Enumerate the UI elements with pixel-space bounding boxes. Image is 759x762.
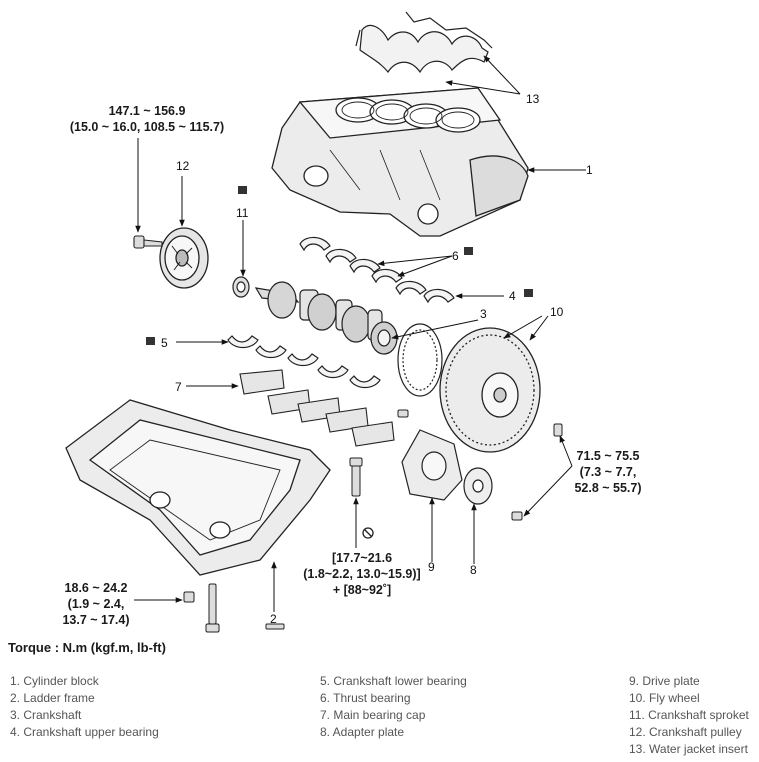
torque-spec-line: 18.6 ~ 24.2 — [64, 581, 128, 595]
main-bearing-caps — [239, 369, 395, 447]
torque-spec-line: (15.0 ~ 16.0, 108.5 ~ 115.7) — [69, 120, 225, 134]
crankshaft — [254, 281, 398, 355]
legend-item: 2. Ladder frame — [10, 691, 95, 705]
callout-7: 7 — [175, 380, 182, 394]
torque-spec-flywheel: 71.5 ~ 75.5 (7.3 ~ 7.7, 52.8 ~ 55.7) — [566, 448, 650, 496]
callout-12: 12 — [176, 159, 190, 173]
torque-units-caption: Torque : N.m (kgf.m, lb-ft) — [8, 640, 166, 655]
legend-item: 9. Drive plate — [629, 674, 700, 688]
legend-column-2: 5. Crankshaft lower bearing 6. Thrust be… — [320, 673, 467, 741]
exploded-diagram — [65, 11, 586, 633]
cylinder-block — [271, 87, 529, 237]
callout-1: 1 — [586, 163, 593, 177]
legend-item: 4. Crankshaft upper bearing — [10, 725, 159, 739]
callout-6: 6 — [452, 249, 459, 263]
legend-item: 12. Crankshaft pulley — [629, 725, 742, 739]
legend-item: 1. Cylinder block — [10, 674, 99, 688]
drive-plate — [401, 429, 463, 501]
crankshaft-pulley — [159, 227, 209, 289]
torque-spec-line: 71.5 ~ 75.5 — [576, 449, 640, 463]
legend-column-3: 9. Drive plate 10. Fly wheel 11. Cranksh… — [629, 673, 749, 758]
torque-spec-line: 52.8 ~ 55.7) — [574, 481, 642, 495]
torque-spec-line: 147.1 ~ 156.9 — [108, 104, 186, 118]
no-reuse-icon — [362, 527, 374, 539]
legend-item: 11. Crankshaft sproket — [629, 708, 749, 722]
callout-8: 8 — [470, 563, 477, 577]
water-jacket-insert — [355, 11, 493, 74]
lower-bearings — [227, 335, 381, 389]
legend-item: 5. Crankshaft lower bearing — [320, 674, 467, 688]
flywheel-bolts — [511, 423, 563, 521]
torque-spec-line: (1.9 ~ 2.4, — [67, 597, 125, 611]
ladder-frame-bolts — [183, 583, 285, 633]
cap-bolt — [349, 409, 409, 497]
legend-item: 10. Fly wheel — [629, 691, 700, 705]
torque-spec-line: [17.7~21.6 — [331, 551, 393, 565]
torque-spec-line: (1.8~2.2, 13.0~15.9)] — [303, 567, 421, 581]
legend-item: 13. Water jacket insert — [629, 742, 748, 756]
torque-spec-line: (7.3 ~ 7.7, — [579, 465, 637, 479]
pulley-bolt — [133, 235, 163, 249]
torque-spec-pulley: 147.1 ~ 156.9 (15.0 ~ 16.0, 108.5 ~ 115.… — [62, 103, 232, 135]
legend-item: 7. Main bearing cap — [320, 708, 426, 722]
callout-9: 9 — [428, 560, 435, 574]
torque-spec-ladder-frame: 18.6 ~ 24.2 (1.9 ~ 2.4, 13.7 ~ 17.4) — [50, 580, 142, 628]
crankshaft-sprocket — [232, 276, 250, 298]
torque-spec-bearing-cap: [17.7~21.6 (1.8~2.2, 13.0~15.9)] + [88~9… — [286, 550, 438, 598]
torque-spec-line: + [88~92˚] — [332, 583, 392, 597]
torque-wrench-icons — [146, 186, 533, 345]
callout-11: 11 — [236, 206, 249, 220]
legend-column-1: 1. Cylinder block 2. Ladder frame 3. Cra… — [10, 673, 159, 741]
torque-spec-line: 13.7 ~ 17.4) — [62, 613, 130, 627]
callout-3: 3 — [480, 307, 487, 321]
callout-5: 5 — [161, 336, 168, 350]
ladder-frame — [65, 399, 331, 576]
callout-2: 2 — [270, 612, 277, 626]
callout-13: 13 — [526, 92, 540, 106]
leader-lines — [134, 55, 586, 612]
callout-10: 10 — [550, 305, 564, 319]
legend-item: 6. Thrust bearing — [320, 691, 411, 705]
legend-item: 8. Adapter plate — [320, 725, 405, 739]
upper-bearings — [299, 236, 455, 304]
legend-item: 3. Crankshaft — [10, 708, 82, 722]
callout-4: 4 — [509, 289, 516, 303]
fly-wheel — [439, 327, 541, 453]
ring-gear — [397, 323, 443, 397]
adapter-plate — [463, 467, 493, 505]
